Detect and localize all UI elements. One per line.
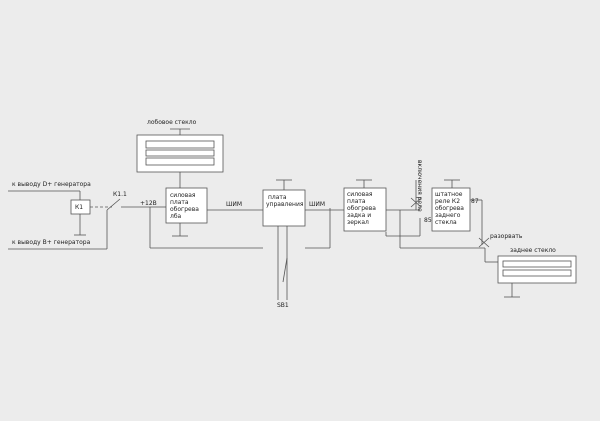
break-note-label: разорвать	[490, 233, 523, 240]
pin-85-label: 85	[424, 217, 432, 224]
sb1-button-blade	[282, 257, 288, 283]
pwm-label-front: ШИМ	[226, 201, 242, 208]
relay-k2-line-4: заднего	[435, 212, 461, 219]
rear-window-frame	[497, 255, 577, 284]
front-board-line-2: плата	[170, 199, 189, 206]
rear-board-line-4: задка и	[347, 212, 371, 219]
control-board-line-1: плата	[268, 194, 287, 201]
generator-b-label: к выводу B+ генератора	[12, 239, 91, 246]
windshield-group: лобовое стекло	[136, 119, 224, 188]
front-board-box	[165, 187, 208, 224]
sb1-label: SB1	[277, 302, 289, 309]
rear-window-label: заднее стекло	[510, 247, 556, 254]
rear-board-line-3: обогрева	[347, 205, 376, 212]
break-mark-2b	[478, 237, 490, 248]
relay-k2-group: включения реле 85 штатное реле К2 обогре…	[410, 160, 523, 248]
control-board-group: плата управления SB1 ШИМ	[262, 179, 344, 309]
rear-window-element-bottom	[502, 269, 572, 277]
rear-board-group: силовая плата обогрева задка и зеркал	[343, 179, 485, 249]
windshield-element-top	[145, 140, 215, 149]
pwm-label-rear: ШИМ	[309, 201, 325, 208]
windshield-element-middle	[145, 149, 215, 157]
windshield-element-bottom	[145, 157, 215, 166]
contact-k11-blade	[106, 198, 121, 211]
front-board-line-1: силовая	[170, 192, 196, 199]
rear-board-line-1: силовая	[347, 191, 373, 198]
relay-k1-label: К1	[75, 204, 83, 211]
break-mark-1b	[410, 197, 422, 208]
control-board-box	[262, 189, 306, 227]
relay-k2-box	[431, 187, 471, 232]
relay-k1-group: К1 К1.1 к выводу D+ генератора к выводу …	[8, 181, 150, 250]
front-board-line-3: обогрева	[170, 206, 199, 213]
rear-window-group: заднее стекло	[484, 247, 577, 298]
generator-d-label: к выводу D+ генератора	[12, 181, 91, 188]
relay-k2-line-3: обогрева	[435, 205, 464, 212]
contact-k11-label: К1.1	[113, 191, 127, 198]
rear-window-element-top	[502, 260, 572, 268]
enable-relay-label: включения реле	[416, 160, 423, 212]
control-board-line-2: управления	[266, 201, 304, 208]
front-board-group: силовая плата обогрева лба +12В ШИМ	[140, 187, 264, 249]
front-board-line-4: лба	[170, 213, 182, 220]
windshield-label: лобовое стекло	[147, 119, 197, 126]
pin-87-label: 87	[471, 198, 479, 205]
rear-board-line-5: зеркал	[347, 219, 369, 226]
rear-board-box	[343, 187, 387, 232]
relay-k2-line-5: стекла	[435, 219, 457, 226]
rear-board-line-2: плата	[347, 198, 366, 205]
plus12v-label: +12В	[140, 200, 157, 207]
relay-k2-line-2: реле К2	[435, 198, 460, 205]
relay-k2-line-1: штатное	[435, 191, 463, 198]
